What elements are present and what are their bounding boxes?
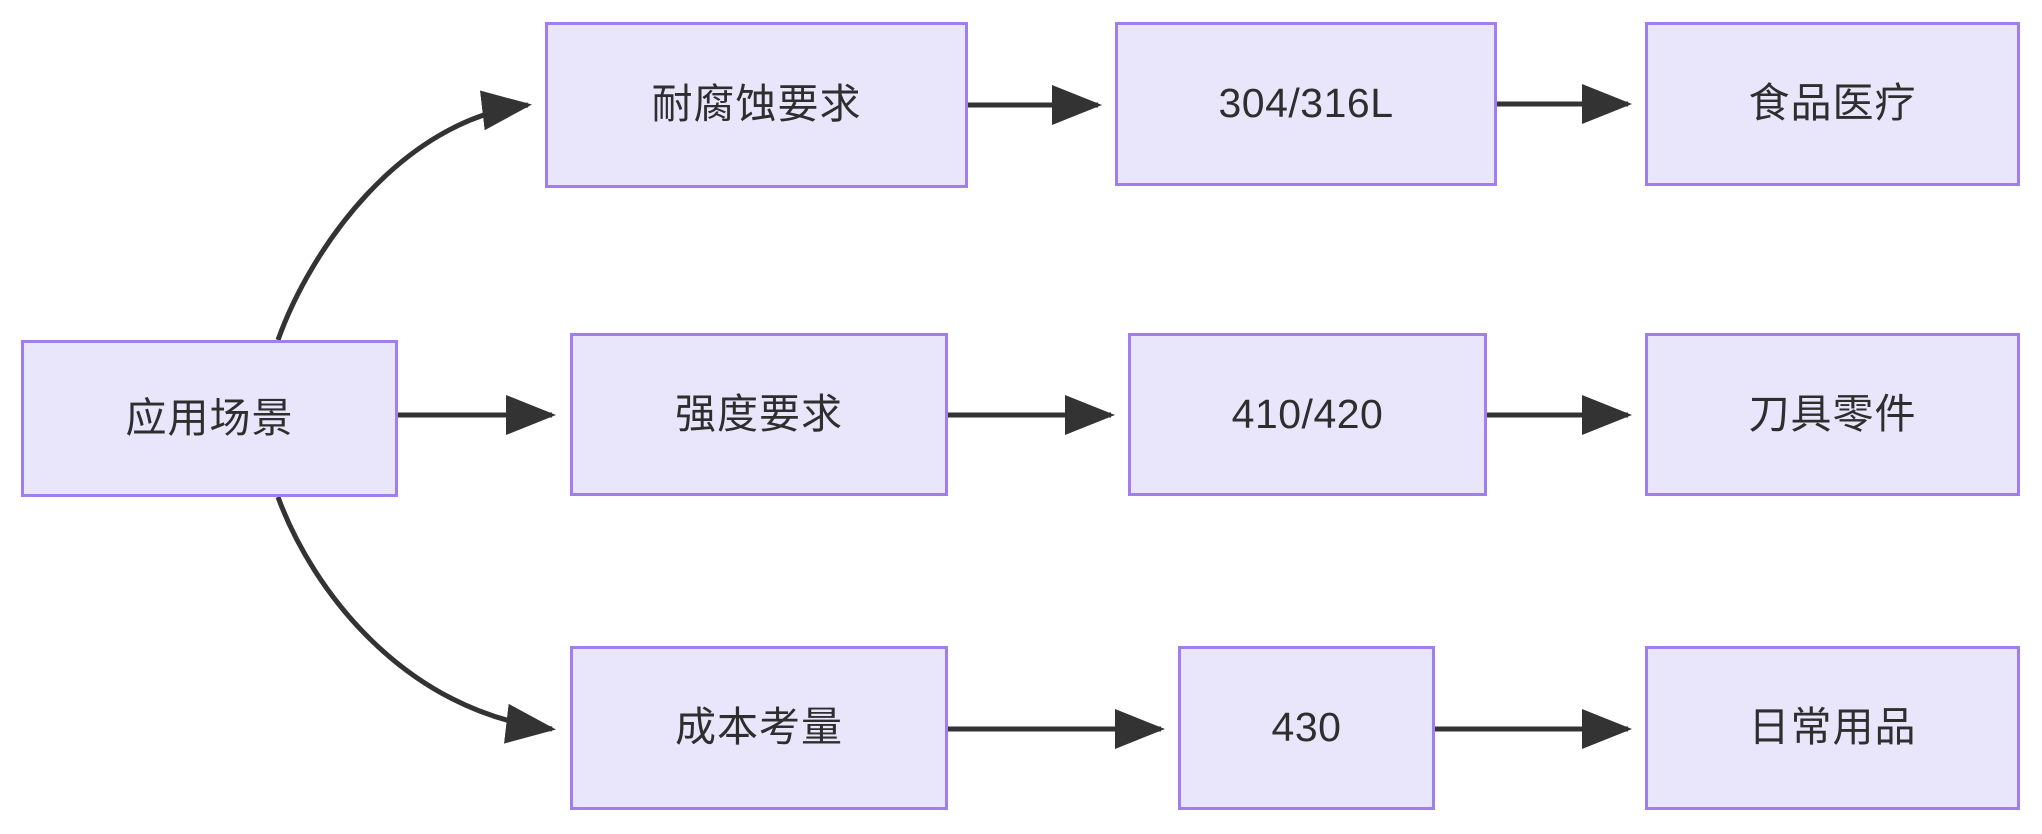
node-grade-304-316l[interactable]: 304/316L bbox=[1115, 22, 1497, 186]
node-application-scenario[interactable]: 应用场景 bbox=[21, 340, 398, 497]
node-grade-430[interactable]: 430 bbox=[1178, 646, 1435, 810]
node-daily-goods[interactable]: 日常用品 bbox=[1645, 646, 2020, 810]
node-strength-requirement[interactable]: 强度要求 bbox=[570, 333, 948, 496]
edge-root-to-corrosion bbox=[275, 90, 532, 341]
node-grade-410-420[interactable]: 410/420 bbox=[1128, 333, 1487, 496]
node-corrosion-resistance-requirement[interactable]: 耐腐蚀要求 bbox=[545, 22, 968, 188]
node-food-medical[interactable]: 食品医疗 bbox=[1645, 22, 2020, 186]
node-cost-consideration[interactable]: 成本考量 bbox=[570, 646, 948, 810]
edge-root-to-cost bbox=[275, 496, 556, 744]
node-tools-parts[interactable]: 刀具零件 bbox=[1645, 333, 2020, 496]
